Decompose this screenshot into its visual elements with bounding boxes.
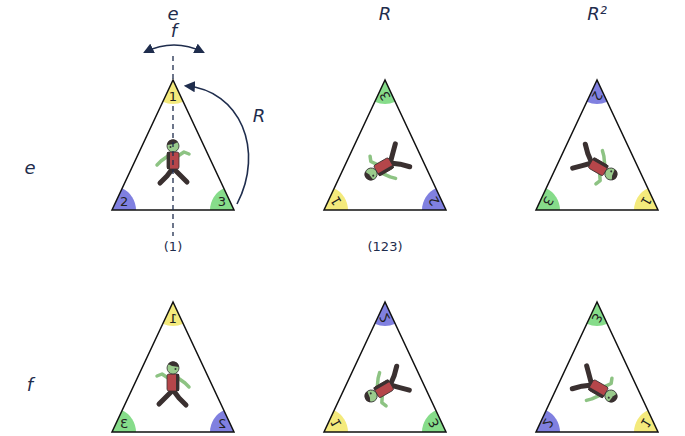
flip-arrow	[145, 45, 203, 52]
rotation-arrow	[186, 86, 249, 204]
permutation-label: (1)	[164, 240, 182, 253]
triangle	[112, 302, 234, 432]
corner-number: 2	[218, 417, 226, 430]
column-header: e	[167, 5, 178, 23]
corner-number: 3	[218, 195, 226, 208]
corner-number: 1	[169, 312, 177, 325]
corner-number: 3	[120, 417, 128, 430]
row-label: f	[27, 376, 33, 394]
corner-number: 2	[120, 195, 128, 208]
column-header: R	[379, 5, 392, 23]
triangle	[324, 302, 446, 432]
triangle	[536, 302, 658, 432]
mirror-axis	[172, 56, 173, 236]
row-label: e	[24, 159, 35, 177]
operation-label: R	[253, 107, 266, 125]
triangle	[536, 80, 658, 210]
operation-label: f	[171, 22, 177, 40]
corner-number: 1	[169, 90, 177, 103]
permutation-label: (123)	[368, 240, 403, 253]
column-header: R²	[587, 5, 607, 23]
triangle	[324, 80, 446, 210]
